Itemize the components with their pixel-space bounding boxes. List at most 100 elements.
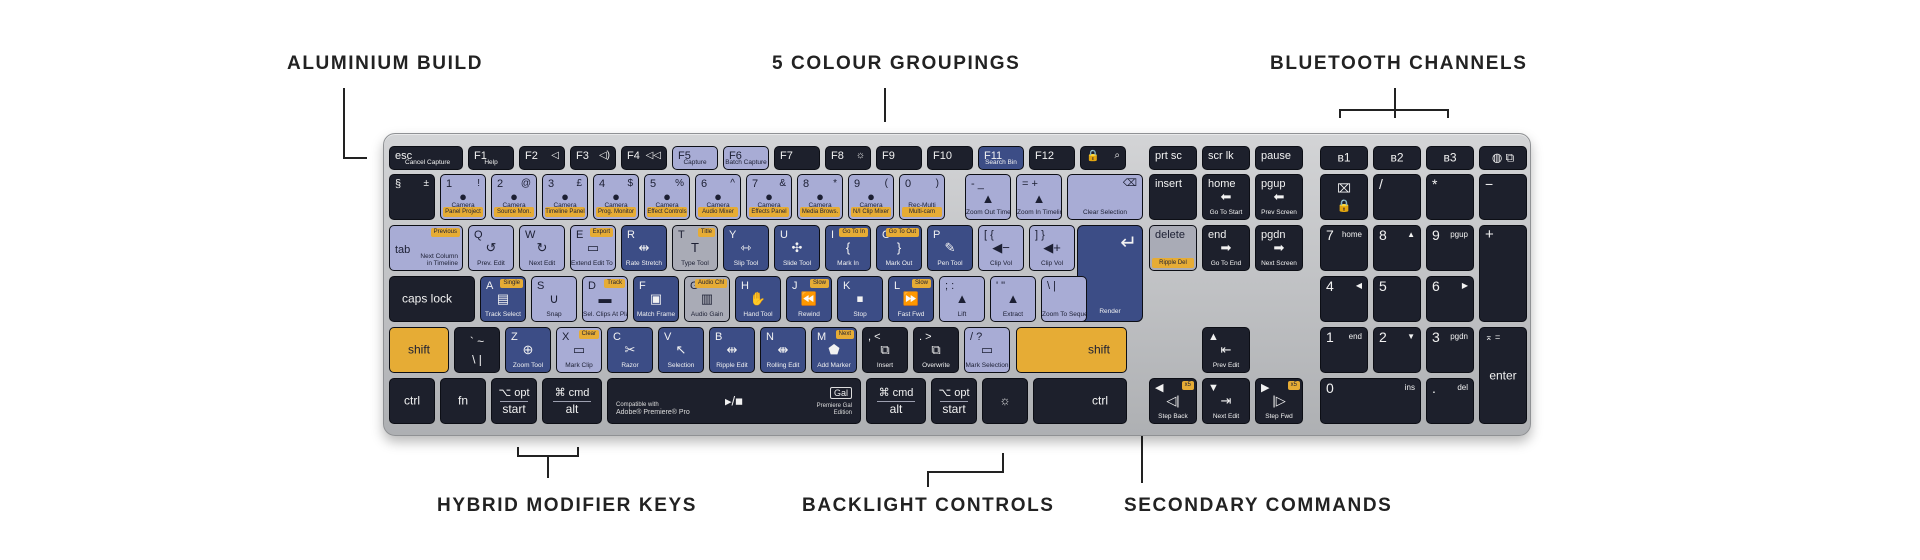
key-f6[interactable]: F6 Batch Capture bbox=[723, 146, 769, 170]
key-comma[interactable]: , <⧉Insert bbox=[862, 327, 908, 373]
key-period[interactable]: . >⧉Overwrite bbox=[913, 327, 959, 373]
key-home[interactable]: home ⬅ Go To Start bbox=[1202, 174, 1250, 220]
key-backslash[interactable]: \ |Zoom To Sequence bbox=[1041, 276, 1087, 322]
key-semicolon[interactable]: ; :▲Lift bbox=[939, 276, 985, 322]
key-minus[interactable]: - _ ▲ Zoom Out Timeline bbox=[965, 174, 1011, 220]
key-o[interactable]: OGo To Out}Mark Out bbox=[876, 225, 922, 271]
key-numpad-9[interactable]: 9 pgup bbox=[1426, 225, 1474, 271]
key-backspace[interactable]: ⌫ Clear Selection bbox=[1067, 174, 1143, 220]
key-left-ctrl[interactable]: ctrl bbox=[389, 378, 435, 424]
key-scr-lk[interactable]: scr lk bbox=[1202, 146, 1250, 170]
key-right-option[interactable]: ⌥ opt start bbox=[931, 378, 977, 424]
key-f5[interactable]: F5 Capture bbox=[672, 146, 718, 170]
key-y[interactable]: Y⇿Slip Tool bbox=[723, 225, 769, 271]
key-numpad-plus[interactable]: + bbox=[1479, 225, 1527, 322]
key-backlight[interactable]: ☼ bbox=[982, 378, 1028, 424]
key-numpad-3[interactable]: 3 pgdn bbox=[1426, 327, 1474, 373]
key-esc[interactable]: esc Cancel Capture bbox=[389, 146, 463, 170]
key-u[interactable]: U✣Slide Tool bbox=[774, 225, 820, 271]
key-delete[interactable]: delete Ripple Del bbox=[1149, 225, 1197, 271]
key-f[interactable]: F▣Match Frame bbox=[633, 276, 679, 322]
key-numpad-6[interactable]: 6 ▶ bbox=[1426, 276, 1474, 322]
key-tab[interactable]: Previous tab Next Column in Timeline bbox=[389, 225, 463, 271]
key-arrow-left[interactable]: ◀ x5 ◁| Step Back bbox=[1149, 378, 1197, 424]
key-numpad-minus[interactable]: − bbox=[1479, 174, 1527, 220]
key-enter[interactable]: ↵ Render bbox=[1077, 225, 1143, 322]
key-pgup[interactable]: pgup ⬅ Prev Screen bbox=[1255, 174, 1303, 220]
key-bluetooth-3[interactable]: ʙ3 bbox=[1426, 146, 1474, 170]
key-rbracket[interactable]: ] }◀+Clip Vol bbox=[1029, 225, 1075, 271]
key-slash[interactable]: / ?▭Mark Selection bbox=[964, 327, 1010, 373]
key-f10[interactable]: F10 bbox=[927, 146, 973, 170]
key-numpad-enter[interactable]: ⌅ = enter bbox=[1479, 327, 1527, 424]
key-numpad-0[interactable]: 0 ins bbox=[1320, 378, 1421, 424]
key-fn[interactable]: fn bbox=[440, 378, 486, 424]
key-f7[interactable]: F7 bbox=[774, 146, 820, 170]
key-numpad-decimal[interactable]: . del bbox=[1426, 378, 1474, 424]
key-insert[interactable]: insert bbox=[1149, 174, 1197, 220]
key-z[interactable]: Z⊕Zoom Tool bbox=[505, 327, 551, 373]
key-f12[interactable]: F12 bbox=[1029, 146, 1075, 170]
key-numpad-clear[interactable]: ⌧ 🔒 bbox=[1320, 174, 1368, 220]
key-numpad-2[interactable]: 2 ▼ bbox=[1373, 327, 1421, 373]
key-lbracket[interactable]: [ {◀−Clip Vol bbox=[978, 225, 1024, 271]
key-quote[interactable]: ' "▲Extract bbox=[990, 276, 1036, 322]
key-end[interactable]: end ➡ Go To End bbox=[1202, 225, 1250, 271]
key-h[interactable]: H✋Hand Tool bbox=[735, 276, 781, 322]
key-f4[interactable]: F4 ◁◁ bbox=[621, 146, 667, 170]
key-g[interactable]: GAudio Chl▥Audio Gain bbox=[684, 276, 730, 322]
key-arrow-right[interactable]: ▶ x5 |▷ Step Fwd bbox=[1255, 378, 1303, 424]
key-k[interactable]: K⏹Stop bbox=[837, 276, 883, 322]
key-bluetooth-1[interactable]: ʙ1 bbox=[1320, 146, 1368, 170]
key-space[interactable]: ▸/■ Compatible with Adobe® Premiere® Pro… bbox=[607, 378, 861, 424]
key-f1[interactable]: F1 Help bbox=[468, 146, 514, 170]
key-arrow-up[interactable]: ▲ ⇤ Prev Edit bbox=[1202, 327, 1250, 373]
key-bluetooth-2[interactable]: ʙ2 bbox=[1373, 146, 1421, 170]
key-right-shift[interactable]: shift bbox=[1016, 327, 1127, 373]
key-numpad-4[interactable]: 4 ◀ bbox=[1320, 276, 1368, 322]
key-tilde[interactable]: ` ~ \ | bbox=[454, 327, 500, 373]
key-equal[interactable]: = + ▲ Zoom In Timeline bbox=[1016, 174, 1062, 220]
key-f3[interactable]: F3 ◁) bbox=[570, 146, 616, 170]
key-numpad-5[interactable]: 5 bbox=[1373, 276, 1421, 322]
key-c[interactable]: C✂Razor bbox=[607, 327, 653, 373]
key-f2[interactable]: F2 ◁ bbox=[519, 146, 565, 170]
key-b[interactable]: B⇹Ripple Edit bbox=[709, 327, 755, 373]
key-section[interactable]: § ± bbox=[389, 174, 435, 220]
key-q[interactable]: Q↺Prev. Edit bbox=[468, 225, 514, 271]
key-right-ctrl[interactable]: ctrl bbox=[1033, 378, 1127, 424]
key-left-shift[interactable]: shift bbox=[389, 327, 449, 373]
key-caps-lock[interactable]: caps lock bbox=[389, 276, 475, 322]
key-v[interactable]: V↖Selection bbox=[658, 327, 704, 373]
key-right-command[interactable]: ⌘ cmd alt bbox=[866, 378, 926, 424]
key-r[interactable]: R⇹Rate Stretch bbox=[621, 225, 667, 271]
key-left-command[interactable]: ⌘ cmd alt bbox=[542, 378, 602, 424]
key-device[interactable]: ◍ ⧉ bbox=[1479, 146, 1527, 170]
key-numpad-7[interactable]: 7 home bbox=[1320, 225, 1368, 271]
key-p[interactable]: P✎Pen Tool bbox=[927, 225, 973, 271]
key-numpad-1[interactable]: 1 end bbox=[1320, 327, 1368, 373]
key-f9[interactable]: F9 bbox=[876, 146, 922, 170]
key-numpad-8[interactable]: 8 ▲ bbox=[1373, 225, 1421, 271]
key-prt-sc[interactable]: prt sc bbox=[1149, 146, 1197, 170]
key-arrow-down[interactable]: ▼ ⇥ Next Edit bbox=[1202, 378, 1250, 424]
key-n[interactable]: N⇼Rolling Edit bbox=[760, 327, 806, 373]
key-pgdn[interactable]: pgdn ➡ Next Screen bbox=[1255, 225, 1303, 271]
key-f11[interactable]: F11 Search Bin bbox=[978, 146, 1024, 170]
